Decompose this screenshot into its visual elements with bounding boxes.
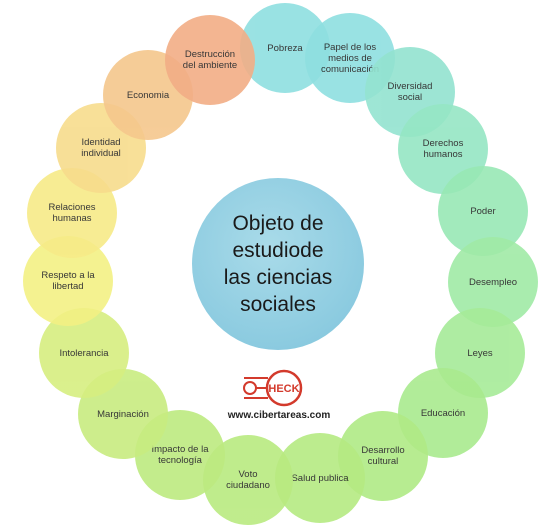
svg-text:HECK: HECK [268, 383, 299, 395]
topic-label: Educación [420, 407, 466, 419]
topic-label: Poder [470, 205, 496, 217]
topic-label: Destrucción del ambiente [182, 49, 238, 71]
topic-label: Intolerancia [59, 347, 109, 359]
topic-label: Marginación [97, 408, 149, 420]
topic-bubble: Destrucción del ambiente [165, 15, 255, 105]
topic-label: Voto ciudadano [226, 469, 270, 491]
site-url: www.cibertareas.com [227, 410, 331, 421]
topic-label: Desempleo [468, 276, 518, 288]
heck-logo-icon: HECK [243, 369, 303, 407]
topic-label: Pobreza [267, 42, 303, 54]
topic-label: Papel de los medios de comunicación [320, 41, 380, 75]
topic-label: Identidad individual [81, 137, 121, 159]
topic-label: Diversidad social [387, 81, 433, 103]
topic-label: Economia [126, 89, 170, 101]
topic-label: Salud publica [291, 472, 349, 484]
topic-label: Desarrollo cultural [361, 445, 405, 467]
topic-label: Relaciones humanas [48, 202, 96, 224]
center-topic-text: Objeto de estudiode las ciencias sociale… [223, 212, 333, 316]
topic-label: Respeto a la libertad [41, 270, 95, 292]
center-topic-circle: Objeto de estudiode las ciencias sociale… [192, 178, 364, 350]
topic-label: Leyes [467, 347, 493, 359]
topic-label: Derechos humanos [422, 138, 464, 160]
cibertareas-logo: HECK www.cibertareas.com [214, 366, 344, 426]
topic-label: Impacto de la tecnología [151, 444, 209, 466]
